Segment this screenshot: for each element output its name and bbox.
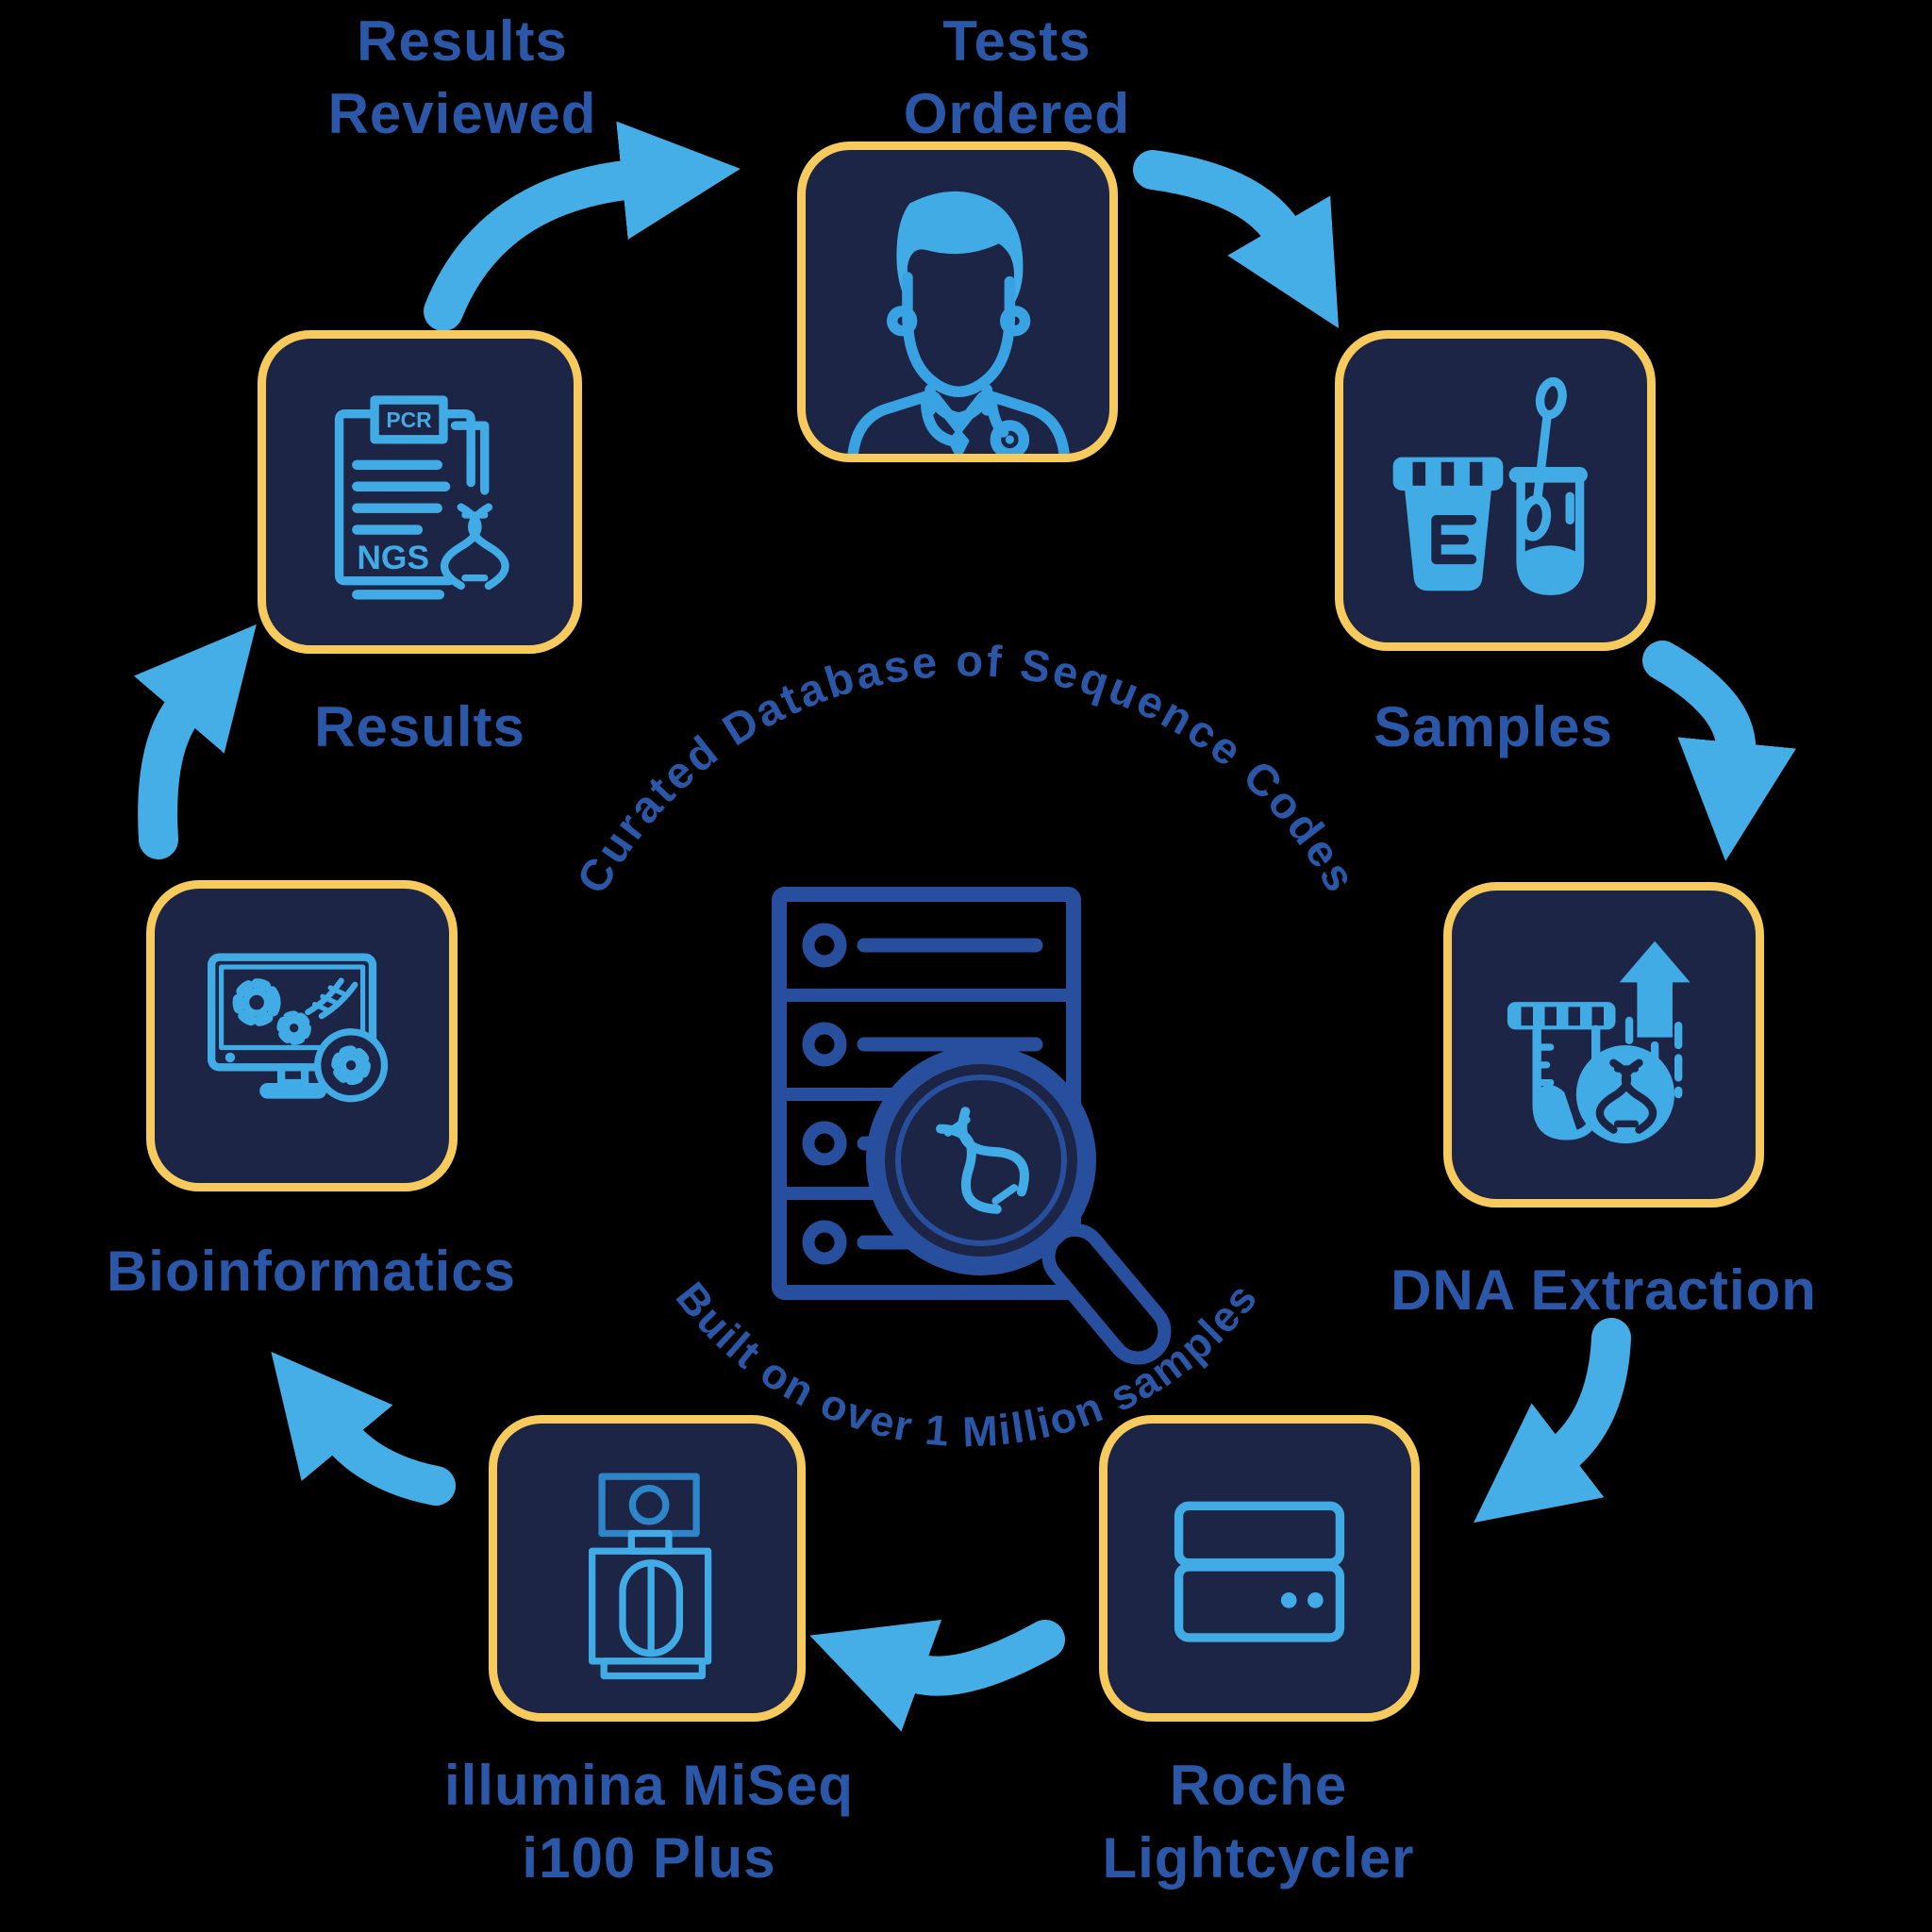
sample-cup-swab-icon (1392, 376, 1588, 595)
report-icon: PCR NGS (334, 394, 509, 600)
dna-extraction-label: DNA Extraction (1391, 1258, 1817, 1322)
node-card-samples (1335, 330, 1656, 651)
arrow-dna-extraction-to-roche (1474, 1318, 1631, 1524)
node-card-results: PCR NGS (258, 330, 582, 654)
ngs-text: NGS (357, 539, 429, 576)
arrow-roche-to-illumina (809, 1619, 1065, 1732)
arrow-physician-to-samples (1133, 150, 1340, 328)
computer-analysis-icon (208, 953, 389, 1103)
roche-lightcycler-label: Roche Lightcycler (1102, 1754, 1415, 1890)
node-card-physician (797, 142, 1118, 462)
tests-ordered-label: Tests Ordered (903, 9, 1131, 145)
dna-in-magnifier-icon (936, 1107, 1029, 1214)
pcr-text: PCR (386, 408, 432, 432)
node-card-illumina (489, 1415, 806, 1722)
results-label: Results (314, 695, 525, 758)
node-card-bioinformatics (146, 880, 458, 1191)
node-card-dna-extraction (1443, 882, 1764, 1208)
arrow-bioinformatics-to-results (133, 624, 257, 859)
curated-database-arc-text: Curated Database of Sequence Codes (567, 635, 1368, 902)
doctor-icon (847, 191, 1070, 454)
database-search-icon (772, 887, 1172, 1365)
arrow-samples-to-dna-extraction (1642, 641, 1796, 861)
illumina-miseq-label: illumina MiSeq i100 Plus (443, 1754, 855, 1890)
samples-label: Samples (1374, 695, 1613, 758)
bioinformatics-label: Bioinformatics (106, 1240, 517, 1303)
thermocycler-icon (1174, 1501, 1345, 1642)
node-card-roche (1099, 1415, 1420, 1722)
dna-extraction-icon (1507, 941, 1690, 1143)
sequencer-icon (589, 1472, 712, 1679)
results-reviewed-label: Results Reviewed (327, 9, 597, 145)
arrow-results-to-physician (424, 121, 741, 331)
arrow-illumina-to-bioinformatics (271, 1351, 456, 1506)
